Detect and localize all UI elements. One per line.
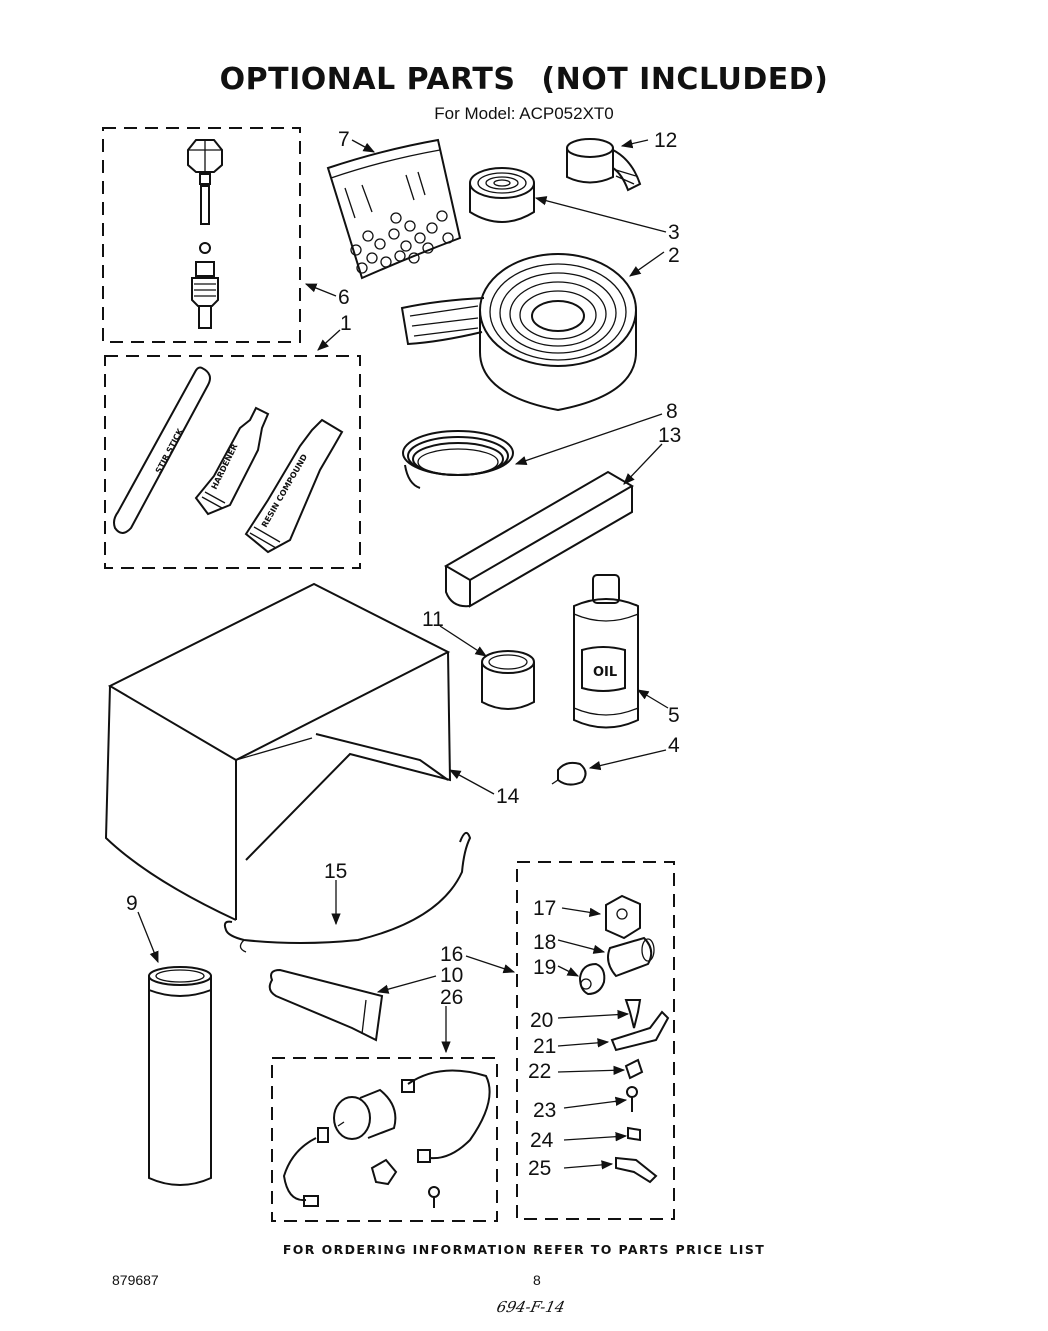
stir-stick: STIR STICK <box>113 366 211 534</box>
oil-label: OIL <box>593 665 617 680</box>
callout-3: 3 <box>668 221 680 244</box>
capacitor-kit-box <box>271 1057 498 1222</box>
screw-23 <box>626 1086 638 1112</box>
foam-tape-roll-medium <box>469 167 535 223</box>
callout-numbers: 7 12 3 2 6 1 8 13 11 5 4 14 15 9 16 10 2… <box>126 128 681 1180</box>
sealant-can <box>481 650 535 710</box>
large-tape-roll <box>400 253 637 412</box>
resin-compound-label: RESIN COMPOUND <box>260 452 309 529</box>
screw-20 <box>624 999 642 1029</box>
callout-7: 7 <box>338 128 350 151</box>
callout-21: 21 <box>533 1035 556 1058</box>
callout-18: 18 <box>533 931 556 954</box>
callout-9: 9 <box>126 892 138 915</box>
grommet <box>578 962 606 996</box>
hardener-label: HARDENER <box>210 442 240 490</box>
title-optional-parts: OPTIONAL PARTS <box>219 62 516 97</box>
terminal-block <box>605 894 641 940</box>
hardware-kit-box <box>516 861 675 1220</box>
hardener-tube: HARDENER <box>194 406 270 516</box>
callout-22: 22 <box>528 1060 551 1083</box>
bungee-cord <box>223 831 472 953</box>
callout-12: 12 <box>654 129 677 152</box>
callout-20: 20 <box>530 1009 553 1032</box>
handwritten-note: 694-F-14 <box>495 1298 567 1316</box>
bushing <box>607 936 655 978</box>
valve-assembly-icon <box>187 139 223 329</box>
title-not-included: (NOT INCLUDED) <box>541 62 829 97</box>
callout-19: 19 <box>533 956 556 979</box>
stir-stick-label: STIR STICK <box>154 426 186 475</box>
coiled-tubing <box>402 430 514 489</box>
ordering-info: FOR ORDERING INFORMATION REFER TO PARTS … <box>282 1242 766 1257</box>
callout-10: 10 <box>440 964 463 987</box>
callout-24: 24 <box>530 1129 554 1152</box>
callout-2: 2 <box>668 244 680 267</box>
callout-16: 16 <box>440 943 463 966</box>
callout-25: 25 <box>528 1157 551 1180</box>
callout-4: 4 <box>668 734 680 757</box>
callout-11: 11 <box>422 608 444 631</box>
unit-cover <box>104 582 452 921</box>
page-title: OPTIONAL PARTS (NOT INCLUDED) <box>0 62 1048 97</box>
foam-tape-roll-small <box>566 138 642 192</box>
foam-seal-block <box>444 470 634 608</box>
leader-lines <box>137 139 669 1170</box>
clip-22 <box>624 1058 644 1080</box>
repair-kit-box <box>104 355 361 569</box>
callout-15: 15 <box>324 860 347 883</box>
valve-kit-box <box>102 127 301 343</box>
lubricant-tube <box>268 968 384 1042</box>
callout-5: 5 <box>668 704 680 727</box>
oil-bottle: OIL <box>573 574 639 729</box>
callout-23: 23 <box>533 1099 556 1122</box>
callout-26: 26 <box>440 986 463 1009</box>
spray-can <box>148 966 212 1186</box>
capacitor-assembly <box>282 1069 491 1208</box>
parts-bag <box>326 138 462 280</box>
callout-13: 13 <box>658 424 681 447</box>
callout-8: 8 <box>666 400 678 423</box>
drain-plug <box>551 761 587 786</box>
bracket-21 <box>610 1010 670 1052</box>
model-line: For Model: ACP052XT0 <box>434 104 614 123</box>
page-number: 8 <box>533 1272 541 1288</box>
callout-17: 17 <box>533 897 556 920</box>
washer-24 <box>627 1126 641 1142</box>
callout-1: 1 <box>340 312 352 335</box>
document-number: 879687 <box>112 1272 159 1288</box>
callout-14: 14 <box>496 785 520 808</box>
bracket-25 <box>615 1156 658 1184</box>
callout-6: 6 <box>338 286 350 309</box>
